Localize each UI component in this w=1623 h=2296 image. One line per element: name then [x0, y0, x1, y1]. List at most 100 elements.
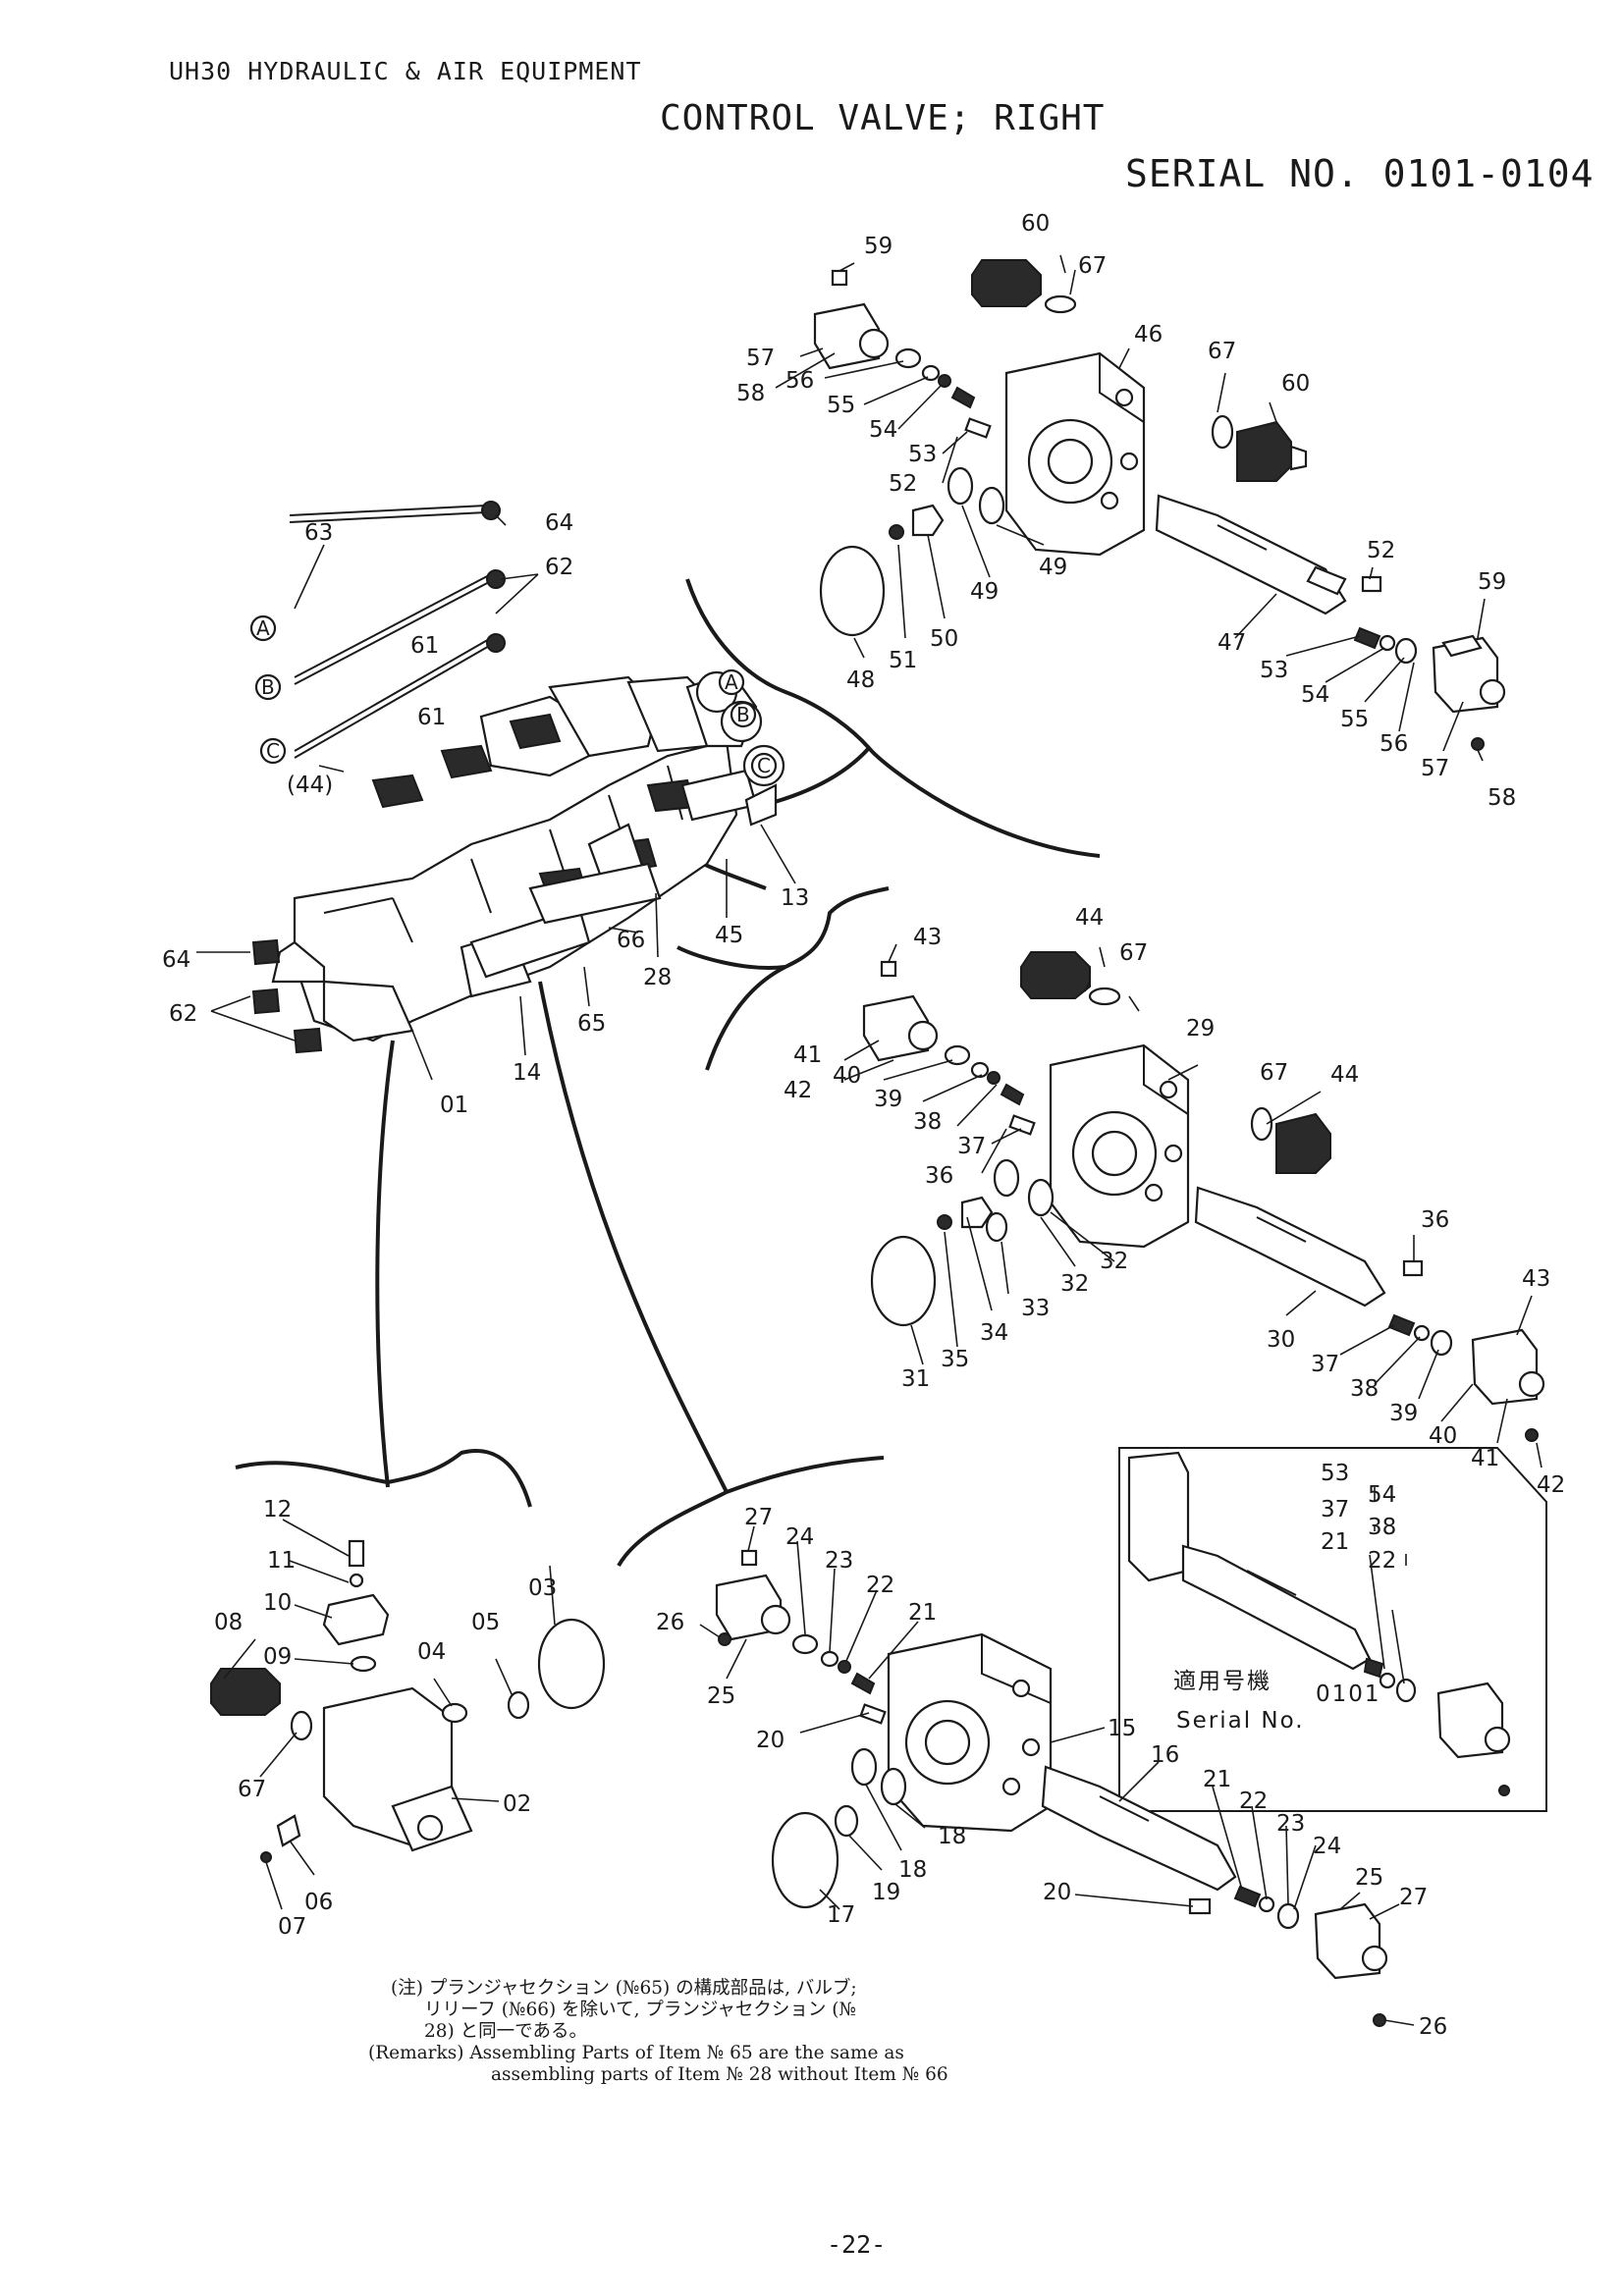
relief-valve-44-top — [1020, 951, 1091, 999]
callout-61: 61 — [410, 633, 439, 659]
page-number: -22- — [827, 2230, 887, 2259]
main-valve-assembly — [249, 501, 785, 1054]
callout-09: 09 — [263, 1644, 292, 1670]
callout-64: 64 — [162, 947, 190, 973]
callout-08: 08 — [214, 1610, 243, 1635]
callout-45: 45 — [715, 923, 743, 948]
callout-36: 36 — [925, 1163, 953, 1189]
callout-54: 54 — [1301, 682, 1329, 708]
spool-16 — [1041, 1765, 1237, 1892]
callout-39: 39 — [874, 1087, 902, 1112]
circle-c-right — [750, 752, 778, 779]
group-brackets — [235, 578, 1101, 1568]
callout-46: 46 — [1134, 322, 1163, 347]
callout-51: 51 — [889, 648, 917, 673]
callout-18: 18 — [938, 1824, 966, 1849]
callout-44: 44 — [1330, 1062, 1359, 1088]
callout-27: 27 — [1399, 1885, 1428, 1910]
callout-21: 21 — [908, 1600, 937, 1626]
inset-callout-38: 38 — [1368, 1515, 1396, 1540]
callout-41: 41 — [1471, 1446, 1499, 1471]
inset-callout-54: 54 — [1368, 1482, 1396, 1508]
relief-valve-44-right — [1275, 1112, 1331, 1174]
callout-04: 04 — [417, 1639, 446, 1665]
circle-c-text: C — [266, 739, 280, 763]
note-english-line-1: (Remarks) Assembling Parts of Item № 65 … — [368, 2043, 904, 2063]
callout-55: 55 — [1340, 707, 1369, 732]
callout-26: 26 — [656, 1610, 684, 1635]
callout-33: 33 — [1021, 1296, 1050, 1321]
callout-31: 31 — [901, 1366, 930, 1392]
callout-42: 42 — [784, 1078, 812, 1103]
leader-lines — [196, 254, 1542, 2026]
callout-56: 56 — [785, 368, 814, 394]
callout-52: 52 — [889, 471, 917, 497]
bracket-lower-section — [617, 1456, 885, 1568]
callout-65: 65 — [577, 1011, 606, 1037]
tie-rod-63 — [289, 505, 487, 516]
callout-59: 59 — [1478, 569, 1506, 595]
callout-20: 20 — [756, 1728, 784, 1753]
callout-14: 14 — [513, 1060, 541, 1086]
callout-06: 06 — [304, 1890, 333, 1915]
callout-23: 23 — [825, 1548, 853, 1574]
circle-a-left — [249, 614, 277, 642]
page-title: CONTROL VALVE; RIGHT — [660, 98, 1106, 138]
circle-a-text: A — [256, 616, 270, 640]
end-cover-assembly — [210, 1539, 606, 1863]
callout-56: 56 — [1380, 731, 1408, 757]
callout-48: 48 — [846, 667, 875, 693]
callout-16: 16 — [1151, 1742, 1179, 1768]
note-japanese-line-3: 28) と同一である。 — [424, 2021, 587, 2042]
callout-20: 20 — [1043, 1880, 1071, 1905]
callout-26: 26 — [1419, 2014, 1447, 2040]
callout-40: 40 — [833, 1063, 861, 1089]
callout-44: 44 — [1075, 905, 1104, 931]
callout-57: 57 — [746, 346, 775, 371]
callout-07: 07 — [278, 1914, 306, 1940]
callout-15: 15 — [1108, 1716, 1136, 1741]
inset-serial-value: 0101 — [1316, 1682, 1381, 1707]
o-ring-48 — [819, 545, 886, 637]
callout-25: 25 — [1355, 1865, 1383, 1891]
callout-43: 43 — [1522, 1266, 1550, 1292]
callout-67: 67 — [238, 1777, 266, 1802]
callout-18: 18 — [898, 1857, 927, 1883]
callout-49: 49 — [1039, 555, 1067, 580]
note-japanese-line-1: (注) プランジャセクション (№65) の構成部品は, バルブ; — [391, 1978, 857, 1999]
callout-02: 02 — [503, 1791, 531, 1817]
callout-21: 21 — [1203, 1767, 1231, 1792]
relief-valve-08 — [210, 1668, 281, 1716]
callout-66: 66 — [617, 928, 645, 953]
callout-24: 24 — [1313, 1834, 1341, 1859]
circle-a-right — [718, 668, 745, 696]
bracket-upper-section — [685, 578, 1101, 858]
callout-67: 67 — [1260, 1060, 1288, 1086]
callout-60: 60 — [1281, 371, 1310, 397]
callout-40: 40 — [1429, 1423, 1457, 1449]
tie-rod-61a — [294, 573, 492, 678]
callout-52: 52 — [1367, 538, 1395, 563]
inset-serial-label: Serial No. — [1176, 1708, 1305, 1734]
callout-57: 57 — [1421, 756, 1449, 781]
serial-range: SERIAL NO. 0101-0104 — [1125, 152, 1595, 195]
callout-47: 47 — [1217, 630, 1246, 656]
callout-44: (44) — [287, 773, 333, 798]
inset-serial-0101 — [1118, 1447, 1547, 1812]
o-ring-31 — [870, 1235, 937, 1327]
callout-32: 32 — [1060, 1271, 1089, 1297]
relief-valve-60-top — [971, 259, 1042, 307]
callout-24: 24 — [785, 1524, 814, 1550]
callout-34: 34 — [980, 1320, 1008, 1346]
callout-17: 17 — [827, 1902, 855, 1928]
callout-23: 23 — [1276, 1811, 1305, 1837]
circle-b-text: B — [736, 703, 750, 726]
section-29-assembly — [862, 951, 1545, 1442]
callout-28: 28 — [643, 965, 672, 990]
callout-11: 11 — [267, 1548, 296, 1574]
callout-64: 64 — [545, 510, 573, 536]
relief-valve-60-right — [1236, 420, 1292, 482]
callout-60: 60 — [1021, 211, 1050, 237]
section-46-assembly — [813, 259, 1506, 751]
